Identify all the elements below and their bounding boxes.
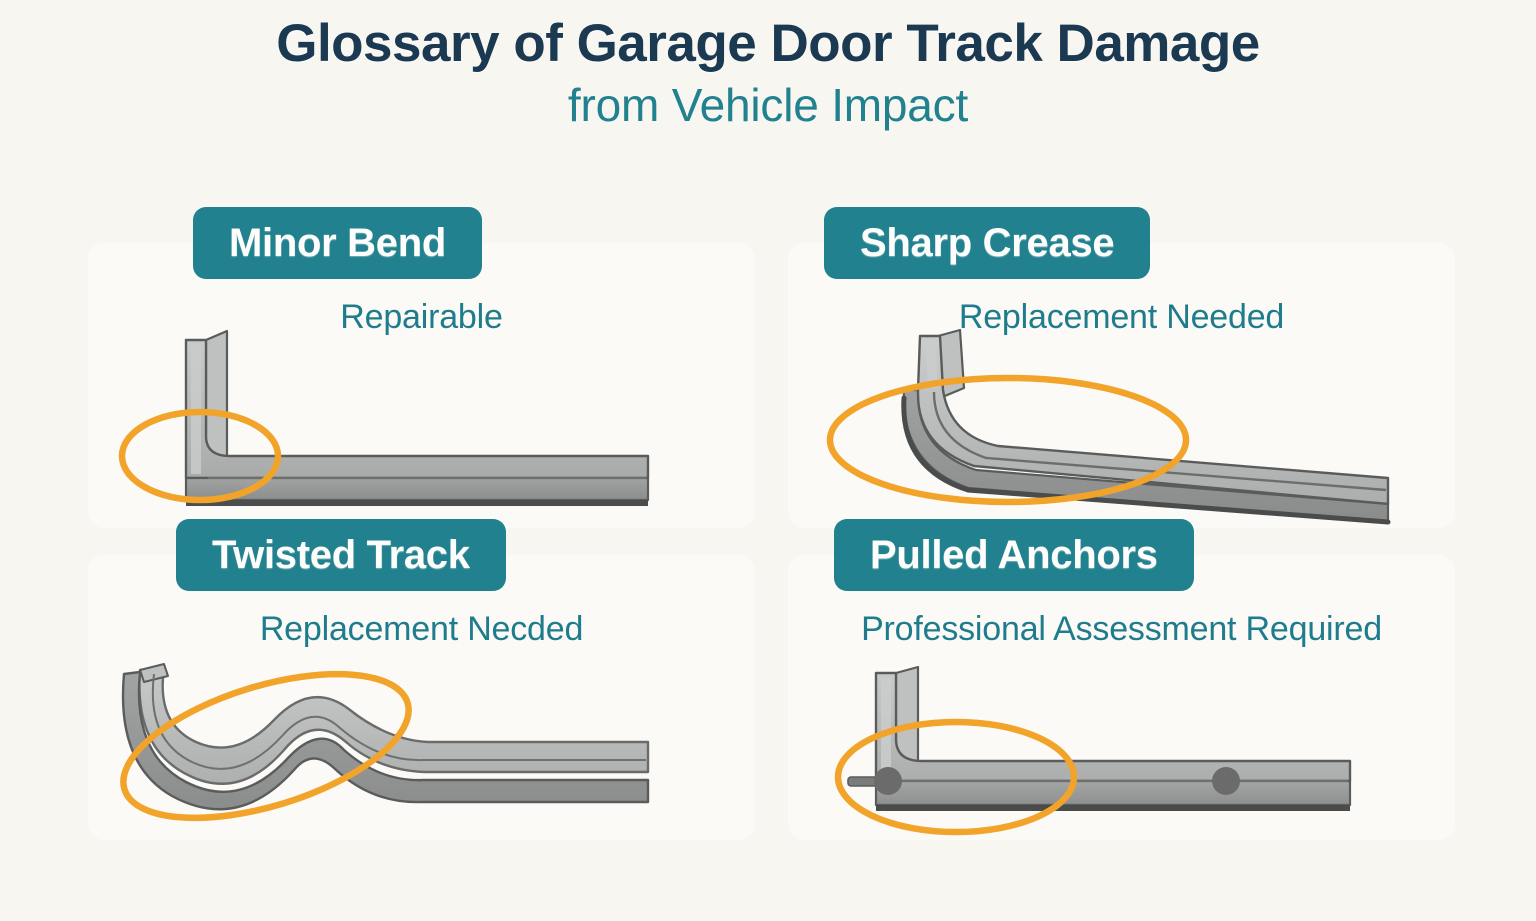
card-status-label: Replacement Needed	[958, 298, 1285, 336]
illustration-wavy-twisted-track	[88, 650, 755, 840]
card-title-badge: Minor Bend	[193, 207, 482, 279]
anchor-bolt	[1212, 767, 1240, 795]
card-status-label: Professional Assessment Required	[861, 610, 1382, 648]
illustration-l-shaped-track-with-anchor-bolts	[788, 665, 1455, 840]
damage-card-minor-bend[interactable]: Minor Bend Repairable	[88, 207, 755, 528]
card-status-label: Replacement Necded	[259, 610, 584, 648]
damage-highlight-ellipse	[118, 408, 282, 504]
track-metal-shape	[184, 329, 650, 506]
page-header: Glossary of Garage Door Track Damage fro…	[0, 0, 1536, 132]
damage-card-sharp-crease[interactable]: Sharp Crease Replacement Needed	[788, 207, 1455, 528]
page-subtitle: from Vehicle Impact	[567, 79, 969, 132]
card-title-badge: Sharp Crease	[824, 207, 1151, 279]
card-title-badge: Pulled Anchors	[834, 519, 1194, 591]
damage-highlight-ellipse	[834, 718, 1078, 836]
illustration-l-shaped-track-slight-bend	[88, 328, 755, 528]
damage-type-grid: Minor Bend Repairable	[88, 207, 1455, 893]
track-metal-shape	[847, 665, 1352, 811]
card-status-label: Repairable	[340, 298, 503, 336]
card-title-badge: Twisted Track	[176, 519, 506, 591]
damage-card-twisted-track[interactable]: Twisted Track Replacement Necded	[88, 519, 755, 840]
track-metal-shape	[121, 663, 650, 811]
illustration-curved-creased-track	[788, 328, 1455, 528]
anchor-bolt	[874, 767, 902, 795]
damage-card-pulled-anchors[interactable]: Pulled Anchors Professional Assessment R…	[788, 519, 1455, 840]
track-metal-shape	[901, 328, 1391, 525]
damage-highlight-ellipse	[120, 670, 412, 822]
page-title: Glossary of Garage Door Track Damage	[276, 14, 1260, 73]
damage-highlight-ellipse	[826, 374, 1190, 506]
